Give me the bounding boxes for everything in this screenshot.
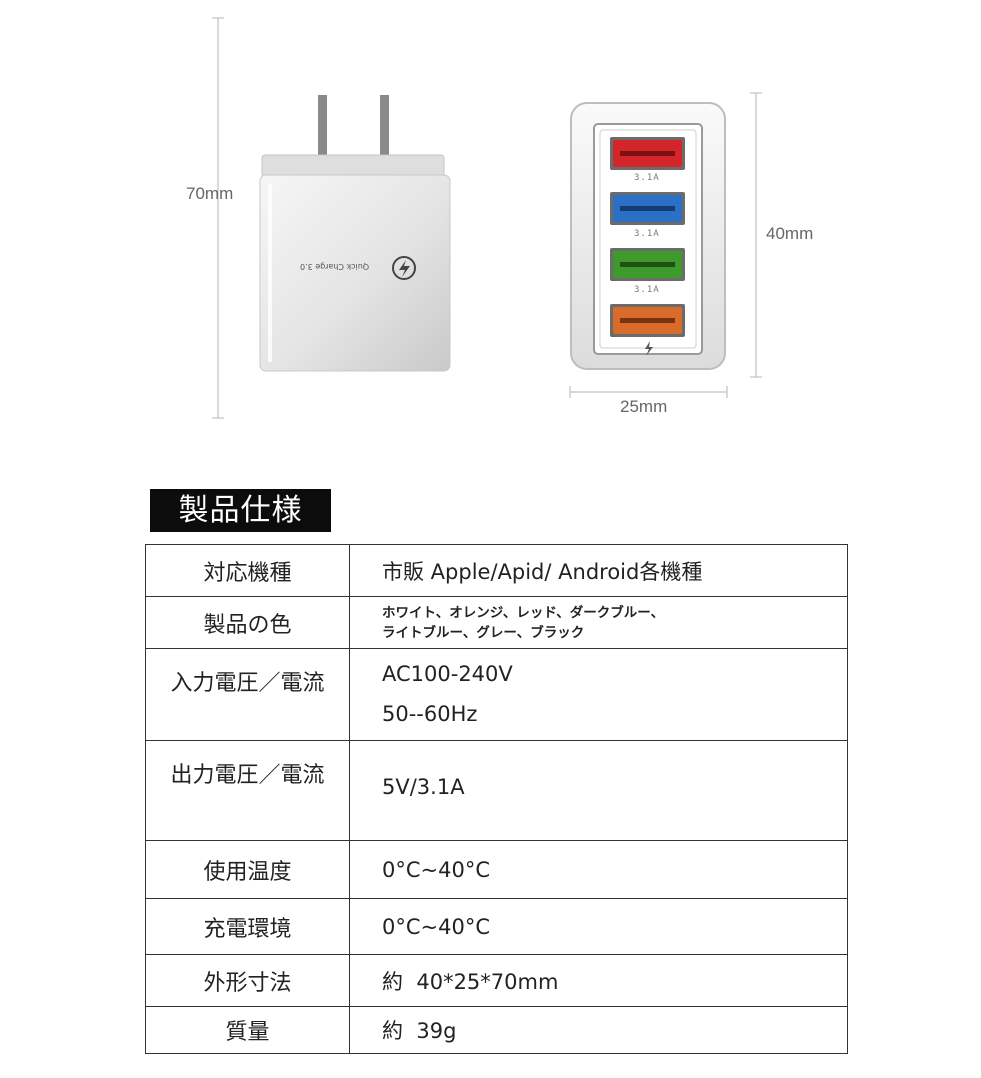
table-row: 製品の色 ホワイト、オレンジ、レッド、ダークブルー、 ライトブルー、グレー、ブラ…	[145, 596, 848, 649]
table-row: 充電環境 0°C~40°C	[145, 898, 848, 955]
spec-label-charging-temp: 充電環境	[145, 898, 350, 955]
spec-table: 対応機種 市販 Apple/Apid/ Android各機種 製品の色 ホワイト…	[145, 544, 848, 1054]
charger-front-view	[570, 102, 726, 370]
colors-line-2: ライトブルー、グレー、ブラック	[382, 624, 585, 641]
spec-label-colors: 製品の色	[145, 596, 350, 649]
spec-value-output: 5V/3.1A	[349, 740, 848, 841]
table-row: 出力電圧／電流 5V/3.1A	[145, 740, 848, 841]
spec-label-weight: 質量	[145, 1006, 350, 1054]
usb-port-orange	[610, 304, 685, 337]
table-row: 質量 約 39g	[145, 1006, 848, 1054]
spec-value-weight: 約 39g	[349, 1006, 848, 1054]
spec-value-compatible-models: 市販 Apple/Apid/ Android各機種	[349, 544, 848, 597]
usb-port-red	[610, 137, 685, 170]
charger-drawing	[212, 17, 762, 419]
table-row: 入力電圧／電流 AC100-240V 50--60Hz	[145, 648, 848, 741]
table-row: 使用温度 0°C~40°C	[145, 840, 848, 899]
spec-label-dimensions: 外形寸法	[145, 954, 350, 1007]
depth-label: 40mm	[766, 224, 814, 243]
height-label: 70mm	[186, 184, 234, 203]
spec-title: 製品仕様	[150, 489, 331, 532]
port-3-rating: 3.1A	[634, 285, 660, 295]
spec-label-compatible-models: 対応機種	[145, 544, 350, 597]
spec-value-dimensions: 約 40*25*70mm	[349, 954, 848, 1007]
spec-label-input: 入力電圧／電流	[145, 648, 350, 741]
colors-line-1: ホワイト、オレンジ、レッド、ダークブルー、	[382, 604, 665, 621]
spec-value-input: AC100-240V 50--60Hz	[349, 648, 848, 741]
spec-value-charging-temp: 0°C~40°C	[349, 898, 848, 955]
port-2-rating: 3.1A	[634, 229, 660, 239]
usb-port-green	[610, 248, 685, 281]
quick-charge-mark: Quick Charge 3.0	[300, 262, 370, 271]
table-row: 外形寸法 約 40*25*70mm	[145, 954, 848, 1007]
port-1-rating: 3.1A	[634, 173, 660, 183]
input-frequency: 50--60Hz	[382, 702, 478, 726]
width-label: 25mm	[620, 397, 668, 416]
charger-side-view	[259, 95, 451, 372]
product-illustration: 70mm 40mm 25mm Quick Charge 3.0 3.1A 3.1…	[0, 0, 981, 470]
spec-value-colors: ホワイト、オレンジ、レッド、ダークブルー、 ライトブルー、グレー、ブラック	[349, 596, 848, 649]
usb-port-blue	[610, 192, 685, 225]
height-dimension-line	[212, 17, 224, 419]
spec-label-output: 出力電圧／電流	[145, 740, 350, 841]
spec-label-operating-temp: 使用温度	[145, 840, 350, 899]
table-row: 対応機種 市販 Apple/Apid/ Android各機種	[145, 544, 848, 597]
depth-dimension-line	[750, 92, 762, 378]
spec-value-operating-temp: 0°C~40°C	[349, 840, 848, 899]
input-voltage: AC100-240V	[382, 662, 513, 686]
width-dimension-line	[569, 386, 728, 398]
lightning-icon	[645, 341, 653, 356]
